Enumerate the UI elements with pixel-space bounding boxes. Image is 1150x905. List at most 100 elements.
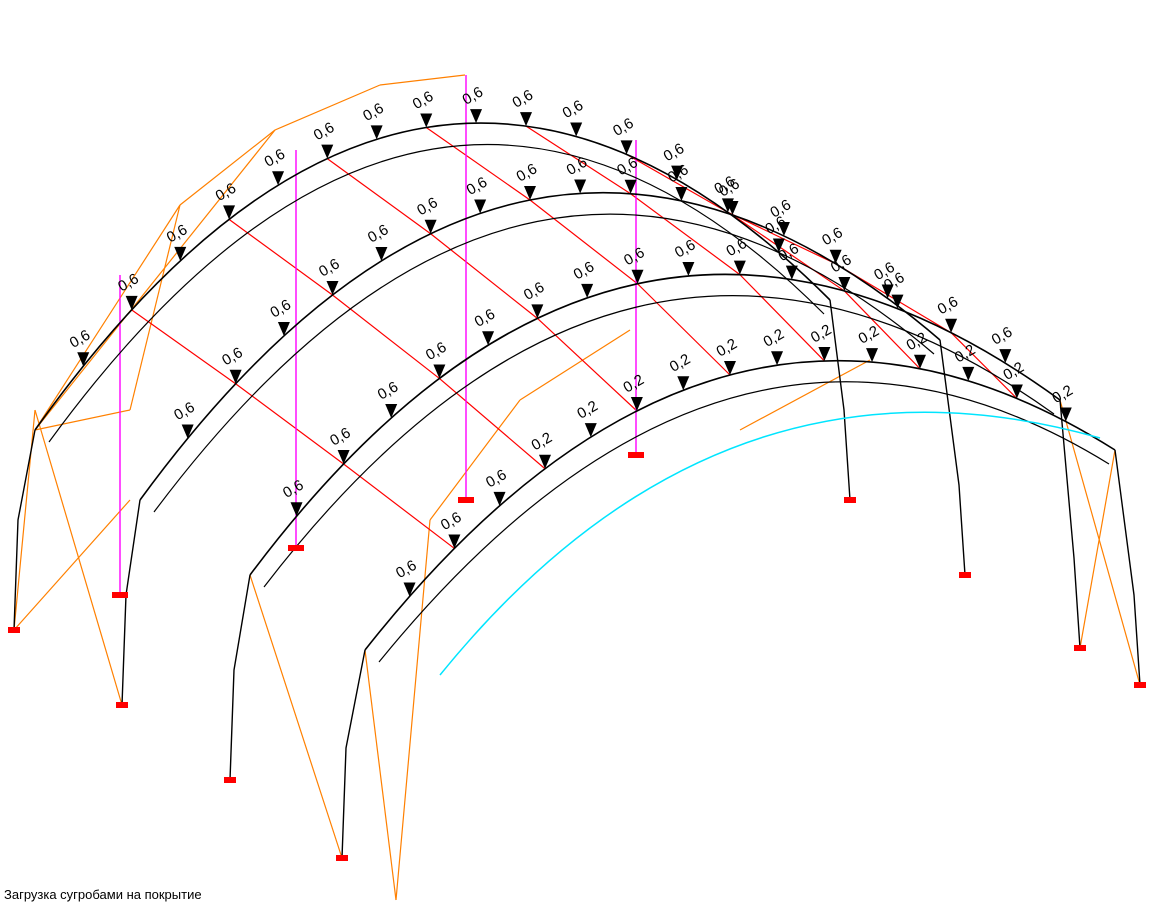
load-value-label: 0,2 xyxy=(574,397,601,422)
down-arrow-icon xyxy=(403,582,416,597)
down-arrow-icon xyxy=(181,424,194,439)
down-arrow-icon xyxy=(620,140,633,155)
hanger-support-icon xyxy=(112,592,128,598)
bracing-member xyxy=(129,204,181,411)
bracing-member xyxy=(13,499,131,631)
down-arrow-icon xyxy=(733,260,746,275)
load-value-label: 0,6 xyxy=(621,244,648,269)
down-arrow-icon xyxy=(493,491,506,506)
purlin xyxy=(536,317,638,412)
down-arrow-icon xyxy=(785,265,798,280)
load-value-label: 0,6 xyxy=(510,86,537,111)
load-value-label: 0,2 xyxy=(529,429,556,454)
down-arrow-icon xyxy=(424,219,437,234)
purlin xyxy=(630,193,741,276)
load-value-label: 0,6 xyxy=(67,327,94,352)
bracing-member xyxy=(249,574,343,859)
arch-layer xyxy=(13,122,1141,859)
down-arrow-icon xyxy=(945,318,958,333)
load-value-label: 0,6 xyxy=(219,344,246,369)
purlin xyxy=(438,377,546,470)
down-arrow-icon xyxy=(724,361,736,375)
down-arrow-icon xyxy=(370,125,383,140)
down-arrow-icon xyxy=(570,122,583,137)
purlin xyxy=(430,233,538,319)
load-value-label: 0,6 xyxy=(472,306,499,331)
load-value-label: 0,2 xyxy=(808,321,835,346)
support-layer xyxy=(8,452,1146,861)
purlin xyxy=(843,290,921,370)
down-arrow-icon xyxy=(838,276,851,291)
arch-inner-chord xyxy=(153,213,935,513)
fixed-support-icon xyxy=(1134,682,1146,688)
down-arrow-icon xyxy=(631,269,644,284)
fixed-support-icon xyxy=(336,855,348,861)
hanger-support-icon xyxy=(458,497,474,503)
down-arrow-icon xyxy=(818,346,831,361)
load-value-label: 0,6 xyxy=(171,399,198,424)
purlin xyxy=(626,153,733,216)
down-arrow-icon xyxy=(829,249,842,264)
left-column xyxy=(121,499,141,706)
down-arrow-icon xyxy=(290,502,303,517)
arch-inner-chord xyxy=(263,295,1055,588)
bracing-member xyxy=(34,409,131,431)
load-value-label: 0,6 xyxy=(311,119,338,144)
purlin xyxy=(637,283,731,376)
down-arrow-icon xyxy=(433,364,446,379)
arch-outer-chord xyxy=(249,273,1061,576)
down-arrow-icon xyxy=(1010,384,1023,399)
load-value-label: 0,6 xyxy=(115,270,142,295)
down-arrow-icon xyxy=(999,349,1012,364)
fixed-support-icon xyxy=(1074,645,1086,651)
down-arrow-icon xyxy=(375,246,388,261)
arch-inner-chord xyxy=(48,143,825,443)
down-arrow-icon xyxy=(962,366,975,381)
right-column xyxy=(939,339,966,576)
bracing-member xyxy=(34,129,276,431)
down-arrow-icon xyxy=(726,201,739,215)
purlin xyxy=(529,199,638,285)
down-arrow-icon xyxy=(914,354,926,369)
down-arrow-icon xyxy=(77,352,90,367)
load-value-label: 0,6 xyxy=(410,88,437,113)
purlin xyxy=(732,214,845,292)
load-value-label: 0,6 xyxy=(438,509,465,534)
load-value-label: 0,6 xyxy=(514,160,541,185)
purlin xyxy=(131,309,236,385)
down-arrow-icon xyxy=(777,221,790,236)
hanger-support-icon xyxy=(288,545,304,551)
bracing-member xyxy=(364,649,397,901)
load-value-label: 0,2 xyxy=(714,335,741,360)
purlin xyxy=(739,274,825,362)
bracing-layer xyxy=(13,74,1141,901)
load-value-label: 0,6 xyxy=(989,323,1016,348)
load-layer: 0,6 0,6 0,6 0,6 0,6 0,6 0,6 0,6 0,6 0,6 0,6 0,6 0,6 0… xyxy=(67,83,1076,597)
load-value-label: 0,6 xyxy=(213,180,240,205)
load-value-label: 0,6 xyxy=(521,279,548,304)
fixed-support-icon xyxy=(224,777,236,783)
load-value-label: 0,6 xyxy=(819,224,846,249)
down-arrow-icon xyxy=(630,396,643,411)
down-arrow-icon xyxy=(866,348,879,363)
down-arrow-icon xyxy=(677,376,690,391)
load-value-label: 0,6 xyxy=(316,255,343,280)
right-column xyxy=(1114,449,1141,686)
purlin xyxy=(332,294,440,379)
edge-beam xyxy=(439,411,1101,676)
down-arrow-icon xyxy=(125,295,138,310)
load-value-label: 0,6 xyxy=(614,154,641,179)
right-column xyxy=(829,299,851,501)
load-value-label: 0,6 xyxy=(661,140,688,165)
down-arrow-icon xyxy=(675,186,688,201)
down-arrow-icon xyxy=(682,261,695,276)
load-value-label: 0,6 xyxy=(327,424,354,449)
load-value-label: 0,6 xyxy=(375,378,402,403)
down-arrow-icon xyxy=(229,369,242,384)
load-value-label: 0,6 xyxy=(280,477,307,502)
left-column xyxy=(13,429,36,631)
load-value-label: 0,2 xyxy=(667,351,694,376)
load-value-label: 0,6 xyxy=(610,115,637,140)
arch-outer-chord xyxy=(364,359,1116,651)
left-column xyxy=(229,574,251,781)
